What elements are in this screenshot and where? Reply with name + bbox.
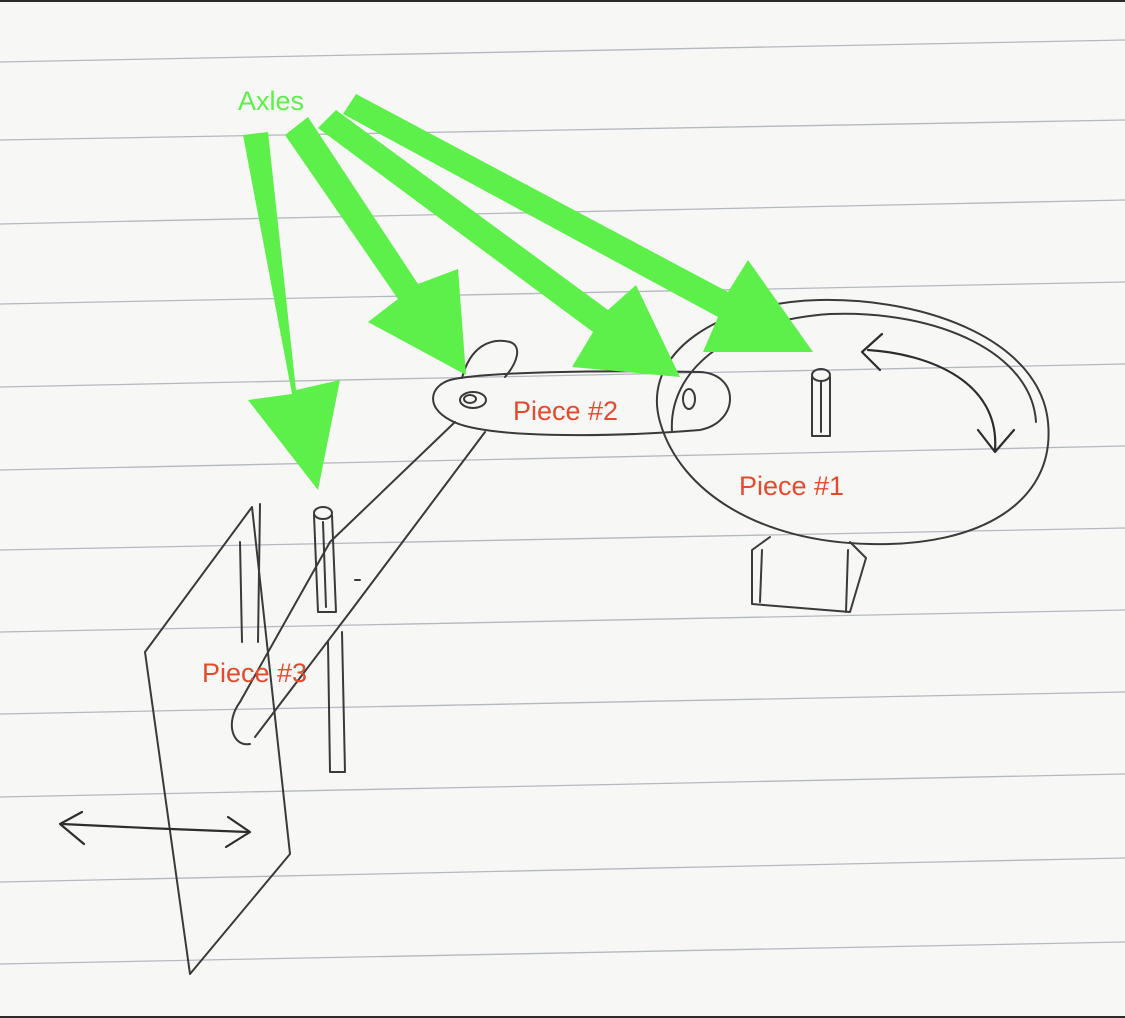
curved-double-arrow-icon [860,332,1016,454]
piece-3-label: Piece #3 [202,658,307,688]
axles-label: Axles [238,86,304,116]
ruled-lines [0,39,1125,965]
arrow-to-piece-3-axle [243,132,340,490]
horizontal-double-arrow-icon [58,810,252,849]
axle-pointer-arrows [243,94,813,490]
piece-2-label: Piece #2 [513,396,618,426]
arrow-to-piece-1-axle [343,94,813,352]
arrow-to-piece-2-left-hole [285,117,466,375]
arrow-to-piece-2-right-hole [318,110,680,377]
piece-2-drawing [432,339,731,437]
piece-1-label: Piece #1 [739,471,844,501]
piece-3-drawing [144,421,486,975]
